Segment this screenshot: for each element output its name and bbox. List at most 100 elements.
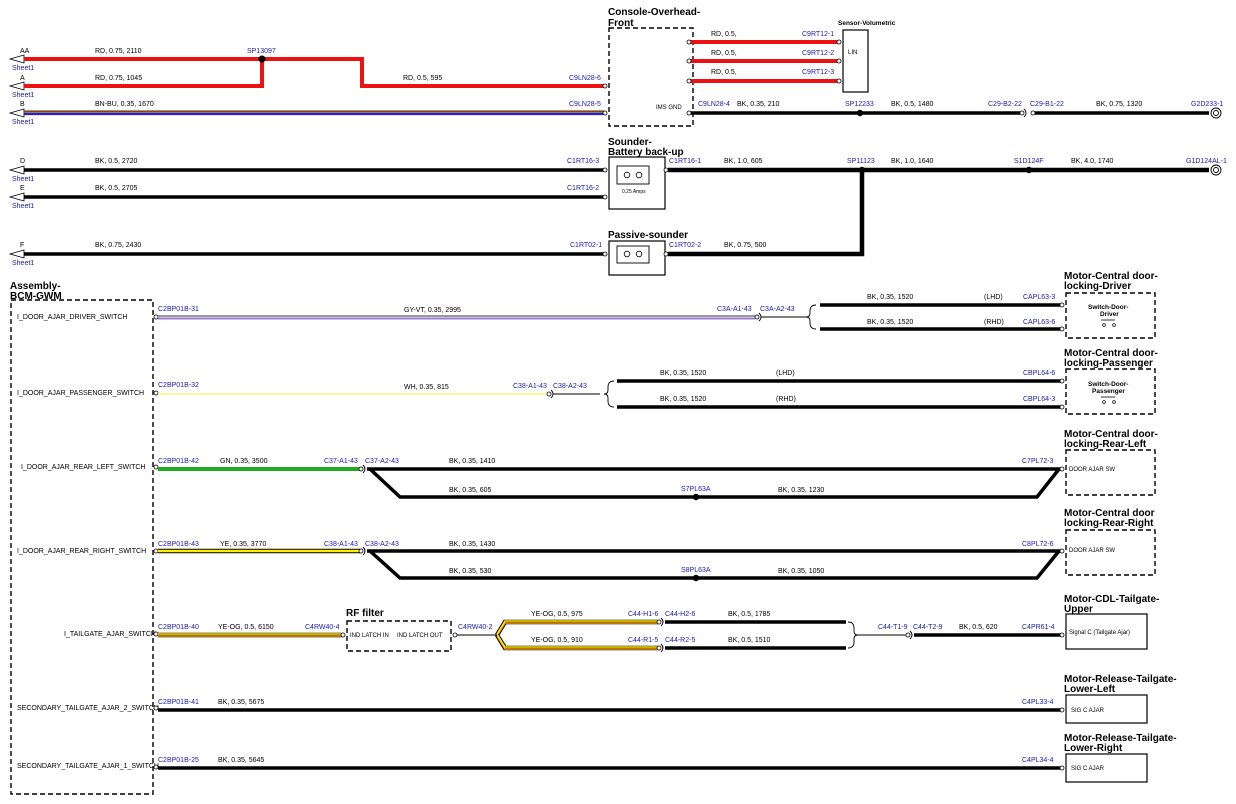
wire-bk-210[interactable]: BK, 0.35, 210 [690,101,1020,115]
component-title: Motor-Central door- [1064,429,1158,440]
pin-tailgate: I_TAILGATE_AJAR_SWITCH [64,631,156,638]
wire-label: BK, 0.75, 500 [724,242,767,249]
motor-cdl-tailgate-upper[interactable]: Motor-CDL-Tailgate- Upper Signal C (Tail… [1064,594,1159,650]
wire-yeog-975[interactable]: YE-OG, 0.5, 975 [531,611,583,618]
wire-label: YE-OG, 0.5, 975 [531,611,583,618]
wire-bk-605[interactable]: BK, 1.0, 605 [668,158,1209,173]
sensor-volumetric[interactable]: Sensor-Volumetric LIN [838,20,896,93]
wire-drv-lhd[interactable]: BK, 0.35, 1520 (LHD) [820,294,1061,307]
wire-label: GN, 0.35, 3500 [220,458,268,465]
passive-sounder[interactable]: Passive-sounder [608,230,688,276]
motor-release-tailgate-lower-right[interactable]: Motor-Release-Tailgate- Lower-Right SIG … [1064,733,1177,783]
connector-label: C3A-A1-43 [717,306,752,313]
connector-pin [602,110,608,116]
wire-bk-5645[interactable]: BK, 0.35, 5645 [158,757,1061,770]
pin-passenger: I_DOOR_AJAR_PASSENGER_SWITCH [17,390,144,397]
switch-icon [1101,396,1116,404]
wire-rr-1050[interactable]: BK, 0.35, 1050 [696,549,1061,580]
component-title: Sounder- [608,137,652,148]
motor-cdl-passenger[interactable]: Motor-Central door- locking-Passenger Sw… [1064,348,1158,415]
wire-rl-1230[interactable]: BK, 0.35, 1230 [696,467,1061,499]
component-title: Motor-Release-Tailgate- [1064,733,1177,744]
wire-a[interactable]: RD, 0.75, 1045 [24,59,264,88]
wire-drv-rhd[interactable]: BK, 0.35, 1520 (RHD) [820,319,1061,331]
component-title: Passive-sounder [608,230,688,241]
ground-g2d233[interactable]: G2D233-1 [1191,101,1223,119]
wire-label: BK, 0.35, 1520 [660,370,706,377]
connector-label: C2BP01B-25 [158,757,199,764]
component-title: locking-Rear-Left [1064,439,1147,450]
switch-label: Switch-Door- [1088,381,1128,388]
wire-bk-1785[interactable]: BK, 0.5, 1785 [665,611,846,624]
assembly-bcm-gwm[interactable]: Assembly- BCM-GWM I_DOOR_AJAR_DRIVER_SWI… [10,281,159,795]
pin-label: Signal C (Tailgate Ajar) [1069,630,1130,636]
component-title: Motor-Central door- [1064,271,1158,282]
pin-label: DOOR AJAR SW [1069,548,1115,554]
wire-yeog-6150[interactable]: YE-OG, 0.5, 6150 [158,624,342,638]
wire-label: BK, 0.5, 620 [959,624,998,631]
connector-label: C4PR61-4 [1022,624,1055,631]
console-overhead-front[interactable]: Console-Overhead- Front IMS GND [608,7,700,127]
splice-s7pl63a[interactable] [692,493,700,501]
wire-pas-lhd[interactable]: BK, 0.35, 1520 (LHD) [617,370,1061,383]
sounder-icon [623,250,631,258]
motor-cdl-rear-left[interactable]: Motor-Central door- locking-Rear-Left DO… [1064,429,1158,496]
splice-label: S1D124F [1014,158,1044,165]
connector-label: C3A-A2-43 [760,306,795,313]
wire-label: GY-VT, 0.35, 2995 [404,307,461,314]
wire-e[interactable]: BK, 0.5, 2705 [24,185,604,199]
connector-label: C44-R1-5 [628,637,658,644]
wire-rd-1[interactable]: RD, 0.5, [690,31,838,44]
wire-bk-1510[interactable]: BK, 0.5, 1510 [665,637,846,650]
splice-s8pl63a[interactable] [692,574,700,582]
connector-label: C2BP01B-31 [158,306,199,313]
wire-rr-530[interactable]: BK, 0.35, 530 [368,549,696,580]
wire-wh[interactable]: WH, 0.35, 815 [158,384,547,396]
component-title: Motor-Central door- [1064,348,1158,359]
component-title: Motor-Central door [1064,508,1155,519]
wire-aa[interactable]: RD, 0.75, 2110 [24,48,604,88]
wire-pas-rhd[interactable]: BK, 0.35, 1520 (RHD) [617,396,1061,409]
connector-label: C9RT12-2 [802,50,834,57]
rf-filter[interactable]: RF filter IND LATCH IN IND LATCH OUT [346,608,452,652]
wire-d[interactable]: BK, 0.5, 2720 [24,158,604,172]
splice-sp13097[interactable] [258,55,266,63]
ground-g1d124al[interactable]: G1D124AL-1 [1186,158,1227,176]
wire-bk-5675[interactable]: BK, 0.35, 5675 [158,699,1061,712]
motor-release-tailgate-lower-left[interactable]: Motor-Release-Tailgate- Lower-Left SIG C… [1064,674,1177,724]
wire-label: BK, 0.35, 1520 [660,396,706,403]
pin-label: IND LATCH OUT [397,633,443,639]
wire-bk-620[interactable]: BK, 0.5, 620 [914,624,1061,637]
wire-bk-500[interactable]: BK, 0.75, 500 [668,170,865,257]
wire-rd-3[interactable]: RD, 0.5, [690,69,838,83]
wire-bk-1320[interactable]: BK, 0.75, 1320 [1035,101,1209,115]
wire-rl-1410[interactable]: BK, 0.35, 1410 [367,458,1061,471]
connector-label: C9LN28-6 [569,75,601,82]
connector-label: CAPL63-3 [1023,294,1055,301]
motor-cdl-rear-right[interactable]: Motor-Central door locking-Rear-Right DO… [1064,508,1156,576]
connector-label: G1D124AL-1 [1186,158,1227,165]
sounder-battery-backup[interactable]: Sounder- Battery back-up 0.25 Amps [608,137,684,210]
wire-rr-1430[interactable]: BK, 0.35, 1430 [367,541,1061,553]
wire-rd-2[interactable]: RD, 0.5, [690,50,838,63]
motor-cdl-driver[interactable]: Motor-Central door- locking-Driver Switc… [1064,271,1158,339]
brace [847,621,859,649]
sounder-icon [635,171,643,179]
wire-rl-605[interactable]: BK, 0.35, 605 [368,467,696,499]
connector-label: C2BP01B-42 [158,458,199,465]
wire-gn[interactable]: GN, 0.35, 3500 [158,458,360,471]
connector-label: C37-A2-43 [365,458,399,465]
wire-gy-vt[interactable]: GY-VT, 0.35, 2995 [158,307,755,320]
wire-label: BK, 0.35, 5675 [218,699,264,706]
wire-label: BK, 0.75, 1320 [1096,101,1142,108]
wire-f[interactable]: BK, 0.75, 2430 [24,242,604,256]
splice-s1d124f[interactable] [1025,166,1033,174]
wire-label: BK, 0.35, 605 [449,487,492,494]
wire-ye[interactable]: YE, 0.35, 3770 [158,541,360,554]
wire-b[interactable]: BN-BU, 0.35, 1670 [24,101,604,116]
splice-sp12233[interactable] [856,109,864,117]
wire-yeog-910[interactable]: YE-OG, 0.5, 910 [531,637,583,644]
variant-label: (LHD) [984,294,1003,301]
wire-label: RD, 0.5, [711,50,737,57]
